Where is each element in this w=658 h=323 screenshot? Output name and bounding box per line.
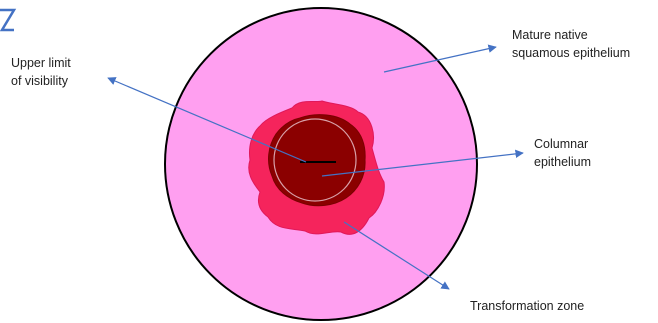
label-mature-line-1: Mature native (512, 28, 588, 42)
label-mature-native-squamous-epithelium: Mature native squamous epithelium (512, 26, 630, 62)
label-columnar-epithelium: Columnar epithelium (534, 135, 591, 171)
label-transformation-zone: Transformation zone (470, 297, 584, 315)
label-upper-limit-of-visibility: Upper limit of visibility (11, 54, 71, 90)
label-tz-line-1: Transformation zone (470, 299, 585, 313)
arrow-mature-native (383, 44, 497, 73)
label-columnar-line-2: epithelium (534, 155, 591, 169)
label-upper-line-1: Upper limit (11, 56, 71, 70)
arrow-columnar (321, 149, 524, 177)
label-columnar-line-1: Columnar (534, 137, 589, 151)
arrow-transformation-zone (343, 221, 450, 290)
label-upper-line-2: of visibility (11, 74, 68, 88)
corner-mark (0, 8, 17, 32)
label-mature-line-2: squamous epithelium (512, 46, 631, 60)
columnar-epithelium-core (273, 118, 357, 202)
arrow-upper-limit (107, 77, 307, 163)
